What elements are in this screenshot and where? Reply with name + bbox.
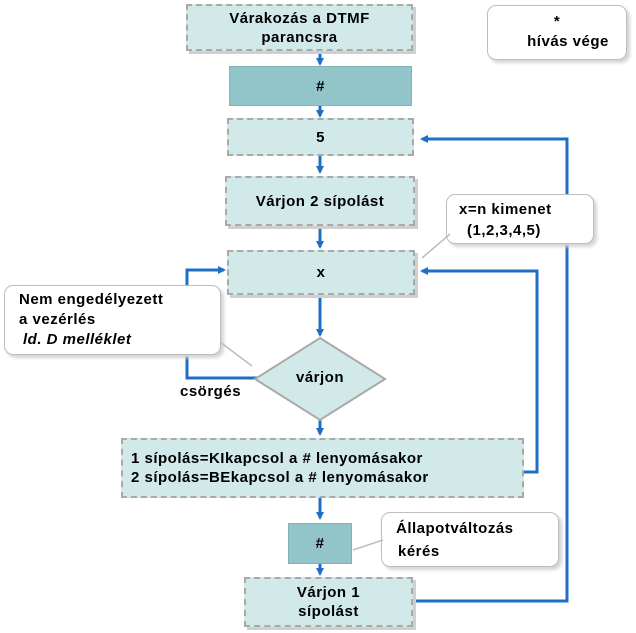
state-change-pointer <box>352 539 384 551</box>
beep-rules-box: 1 sípolás=KIkapcsol a # lenyomásakor 2 s… <box>121 438 524 498</box>
wait-two-beeps-label: Várjon 2 sípolást <box>255 192 385 210</box>
wait-one-beep-box: Várjon 1 sípolást <box>244 577 413 627</box>
not-permitted-line-3: ld. D melléklet <box>23 331 132 348</box>
wait-dtmf-box: Várakozás a DTMF parancsra <box>186 4 413 51</box>
five-label: 5 <box>316 128 325 146</box>
five-box: 5 <box>227 118 414 156</box>
star-note-line-1: * <box>553 13 561 30</box>
output-note-line-2: (1,2,3,4,5) <box>467 222 541 239</box>
arrow-rules-loop <box>420 267 539 474</box>
output-note: x=n kimenet (1,2,3,4,5) <box>446 194 594 244</box>
state-change-note: Állapotváltozás kérés <box>381 512 559 567</box>
ringing-label: csörgés <box>180 383 242 400</box>
output-note-line-1: x=n kimenet <box>459 201 552 218</box>
wait-one-beep-line-1: Várjon 1 <box>296 584 361 601</box>
hash-bottom-label: # <box>315 535 325 552</box>
wait-one-beep-line-2: sípolást <box>298 603 359 620</box>
decision-label: várjon <box>295 369 344 386</box>
wait-dtmf-line-1: Várakozás a DTMF <box>229 9 370 27</box>
state-change-line-1: Állapotváltozás <box>396 520 514 537</box>
not-permitted-line-1: Nem engedélyezett <box>19 291 164 308</box>
wait-dtmf-line-2: parancsra <box>261 28 338 46</box>
hash-bottom-box: # <box>288 523 352 564</box>
x-box: x <box>227 250 415 295</box>
output-note-pointer <box>421 233 451 259</box>
decision-diamond <box>253 336 387 422</box>
hash-top-label: # <box>316 77 325 95</box>
arrow-wait-one-loop <box>414 135 569 603</box>
state-change-line-2: kérés <box>398 543 440 560</box>
beep-rule-2: 2 sípolás=BEkapcsol a # lenyomásakor <box>131 469 429 486</box>
not-permitted-note: Nem engedélyezett a vezérlés ld. D mellé… <box>4 285 221 355</box>
beep-rule-1: 1 sípolás=KIkapcsol a # lenyomásakor <box>131 450 423 467</box>
x-label: x <box>316 264 326 281</box>
not-permitted-pointer <box>219 341 253 367</box>
star-note: * hívás vége <box>487 5 627 60</box>
hash-top-box: # <box>229 66 412 106</box>
star-note-line-2: hívás vége <box>527 33 609 50</box>
not-permitted-line-2: a vezérlés <box>19 311 96 328</box>
wait-two-beeps-box: Várjon 2 sípolást <box>225 176 415 226</box>
